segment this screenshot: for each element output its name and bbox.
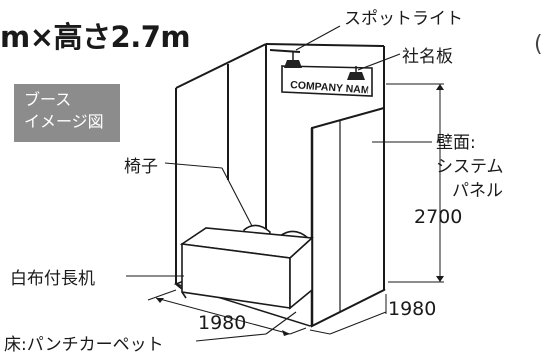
label-wall-3: パネル [452, 181, 503, 201]
front-wall-panel [310, 106, 385, 328]
dimension-ticks [156, 84, 444, 336]
label-floor: 床:パンチカーペット [4, 335, 164, 355]
spotlight-right [347, 66, 365, 80]
dimension-width-front: 1980 [198, 312, 247, 334]
booth-image-badge: ブース イメージ図 [14, 84, 120, 142]
leader-lines [126, 25, 432, 342]
cropped-glyph: ( [534, 32, 543, 57]
page-title: m×高さ2.7m [0, 20, 191, 54]
label-wall-1: 壁面: [436, 133, 476, 153]
badge-line-2: イメージ図 [24, 112, 104, 131]
label-spotlight: スポットライト [344, 9, 463, 29]
white-cloth-desk [179, 227, 314, 310]
label-wall-2: システム [436, 157, 504, 177]
dimension-lines [147, 83, 444, 335]
label-desk: 白布付長机 [10, 269, 95, 289]
spotlight-left [269, 49, 302, 68]
label-signboard: 社名板 [402, 47, 453, 67]
label-chair: 椅子 [124, 157, 158, 177]
company-signboard: COMPANY NAME [281, 65, 373, 97]
badge-line-1: ブース [24, 90, 72, 109]
dimension-depth: 1980 [388, 298, 437, 320]
dimension-height: 2700 [414, 206, 463, 228]
